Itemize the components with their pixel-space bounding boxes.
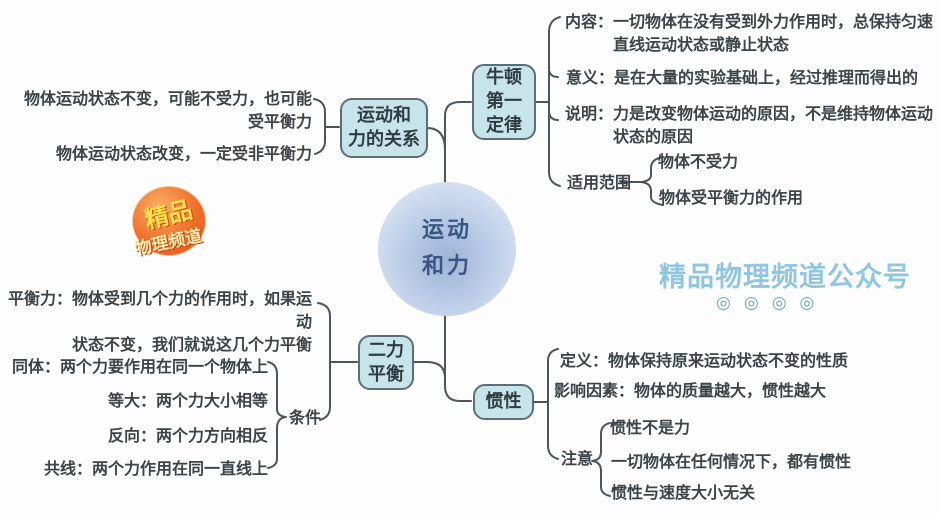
node-inertia: 惯性 <box>473 384 534 420</box>
stem-top-to-newton <box>444 101 472 185</box>
relation-item-state-unchanged: 物体运动状态不变，可能不受力，也可能 受平衡力 <box>23 89 312 131</box>
newton-significance: 意义：是在大量的实验基础上，经过推理而得出的 <box>566 68 919 87</box>
channel-badge: 精品 物理频道 <box>118 182 218 262</box>
relation-item-state-changed: 物体运动状态改变，一定受非平衡力 <box>55 144 312 163</box>
inertia-note-label: 注意 <box>561 449 594 468</box>
newton-explanation: 说明：力是改变物体运动的原因，不是维持物体运动 状态的原因 <box>565 104 934 146</box>
newton-brace <box>548 16 561 187</box>
newton-content: 内容：一切物体在没有受到外力作用时，总保持匀速 直线运动状态或静止状态 <box>565 12 934 54</box>
node-two-force-balance: 二力 平衡 <box>358 335 414 390</box>
balance-brace <box>317 302 331 421</box>
condition-brace <box>267 361 287 469</box>
branch-to-balance <box>413 361 446 379</box>
circle-dot-icon: ◎ <box>716 293 731 313</box>
newton-tick-explanation <box>548 111 559 121</box>
central-topic-motion-and-force: 运动 和力 <box>378 182 516 316</box>
stem-bottom-to-inertia <box>444 315 472 402</box>
central-topic-line1: 运动 <box>421 218 472 243</box>
node-newton-first-law: 牛顿 第一 定律 <box>472 64 536 140</box>
newton-scope-label: 适用范围 <box>567 173 632 192</box>
circle-dot-icon: ◎ <box>799 293 815 313</box>
balance-condition-label: 条件 <box>289 408 322 427</box>
inertia-brace <box>547 348 559 460</box>
balance-condition-item: 反向：两个力方向相反 <box>107 426 268 445</box>
inertia-note-item: 一切物体在任何情况下，都有惯性 <box>611 452 852 471</box>
newton-scope-item: 物体受平衡力的作用 <box>659 188 804 207</box>
balance-balanced-force-definition: 平衡力：物体受到几个力的作用时，如果运动 状态不变，我们就说这几个力平衡 <box>7 289 312 354</box>
inertia-factor: 影响因素：物体的质量越大，惯性越大 <box>554 381 827 400</box>
circle-dot-icon: ◎ <box>743 293 759 313</box>
balance-condition-item: 同体：两个力要作用在同一个物体上 <box>11 357 268 376</box>
notes-brace <box>591 422 611 497</box>
inertia-definition: 定义：物体保持原来运动状态不变的性质 <box>560 351 849 370</box>
branch-to-relation <box>426 127 446 151</box>
circle-dot-icon: ◎ <box>771 293 787 313</box>
newton-scope-item: 物体不受力 <box>658 152 739 171</box>
node-relation-motion-force: 运动和 力的关系 <box>340 98 428 158</box>
badge-disc <box>132 186 206 256</box>
balance-condition-item: 共线：两个力作用在同一直线上 <box>43 459 268 478</box>
inertia-note-item: 惯性与速度大小无关 <box>611 483 756 502</box>
inertia-note-item: 惯性不是力 <box>610 418 691 437</box>
central-topic-line2: 和力 <box>421 254 472 279</box>
newton-tick-significance <box>548 69 559 78</box>
watermark-dots: ◎ ◎ ◎ ◎ <box>716 293 814 313</box>
relation-brace <box>313 98 326 155</box>
balance-condition-item: 等大：两个力大小相等 <box>107 391 268 410</box>
watermark-text: 精品物理频道公众号 <box>659 262 911 293</box>
